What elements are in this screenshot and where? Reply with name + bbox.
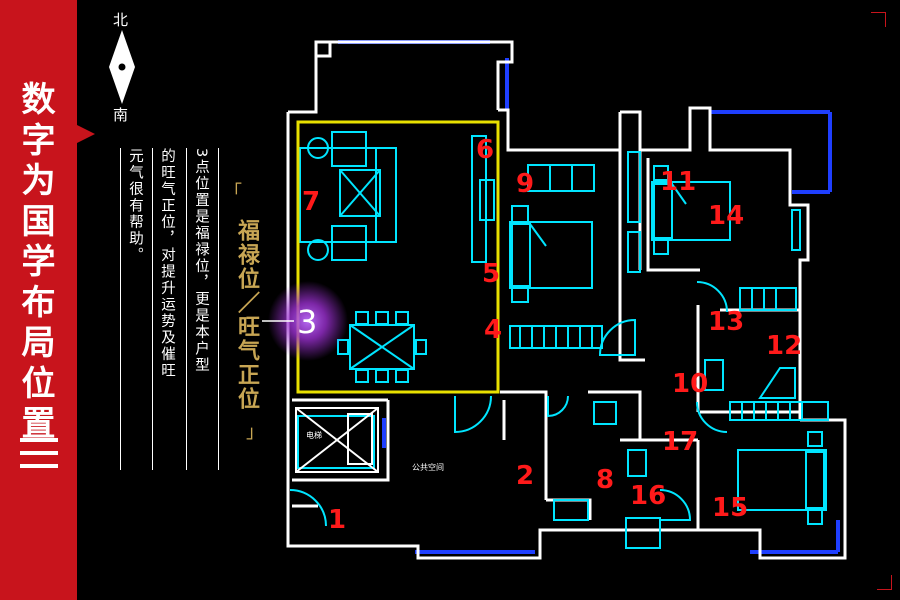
zone-number: 8 [596,465,614,495]
zone-number: 16 [630,481,666,511]
sidebar-pointer [77,125,95,143]
corner-decoration [877,575,892,590]
description-col-1: 3点位置是福禄位，更是本户型 [193,148,209,374]
walls [286,40,847,560]
zone-number: 17 [662,427,698,457]
divider [218,148,219,470]
zone-number: 7 [302,187,320,217]
menu-icon [20,438,58,468]
title-char: 为 [21,161,56,201]
zone-number: 1 [328,505,346,535]
glow-marker [268,281,348,361]
title-char: 局 [21,323,56,363]
compass-south-label: 南 [113,106,129,124]
zone-3-label: 3 [297,303,317,341]
divider [152,148,153,470]
furniture [297,131,829,549]
title-char: 布 [21,282,56,323]
title-char: 学 [21,242,56,282]
title-char: 置 [21,404,56,444]
zone-number: 15 [712,493,748,523]
zone-number: 4 [484,315,502,345]
zone-number: 12 [766,331,802,361]
compass-icon [109,30,135,104]
zone-number: 10 [672,369,708,399]
zone-number: 6 [476,135,494,165]
description-col-3: 元气很有帮助。 [127,148,143,264]
sidebar-title: 数 字 为 国 学 布 局 位 置 [0,80,77,445]
corner-decoration [871,12,886,27]
title-char: 字 [21,120,56,161]
title-char: 数 [21,80,56,120]
zone-number: 13 [708,307,744,337]
zone-title: 福禄位／旺气正位 [234,219,260,411]
elevator [295,407,379,473]
highlight-zone [296,120,500,394]
sidebar: 数 字 为 国 学 布 局 位 置 [0,0,77,600]
zone-number: 2 [516,461,534,491]
bracket-close: 」 [246,422,264,443]
public-space-label: 公共空间 [412,462,444,472]
zone-number: 9 [516,169,534,199]
zone-number: 14 [708,201,744,231]
zone-number: 5 [482,259,500,289]
divider [186,148,187,470]
elevator-label: 电梯 [306,430,322,440]
zone-number: 11 [660,167,696,197]
divider [120,148,121,470]
title-char: 位 [21,363,56,404]
title-char: 国 [21,201,56,242]
description-col-2: 的旺气正位，对提升运势及催旺 [159,148,175,379]
compass-north-label: 北 [113,11,129,29]
bracket-open: 「 [224,182,242,203]
